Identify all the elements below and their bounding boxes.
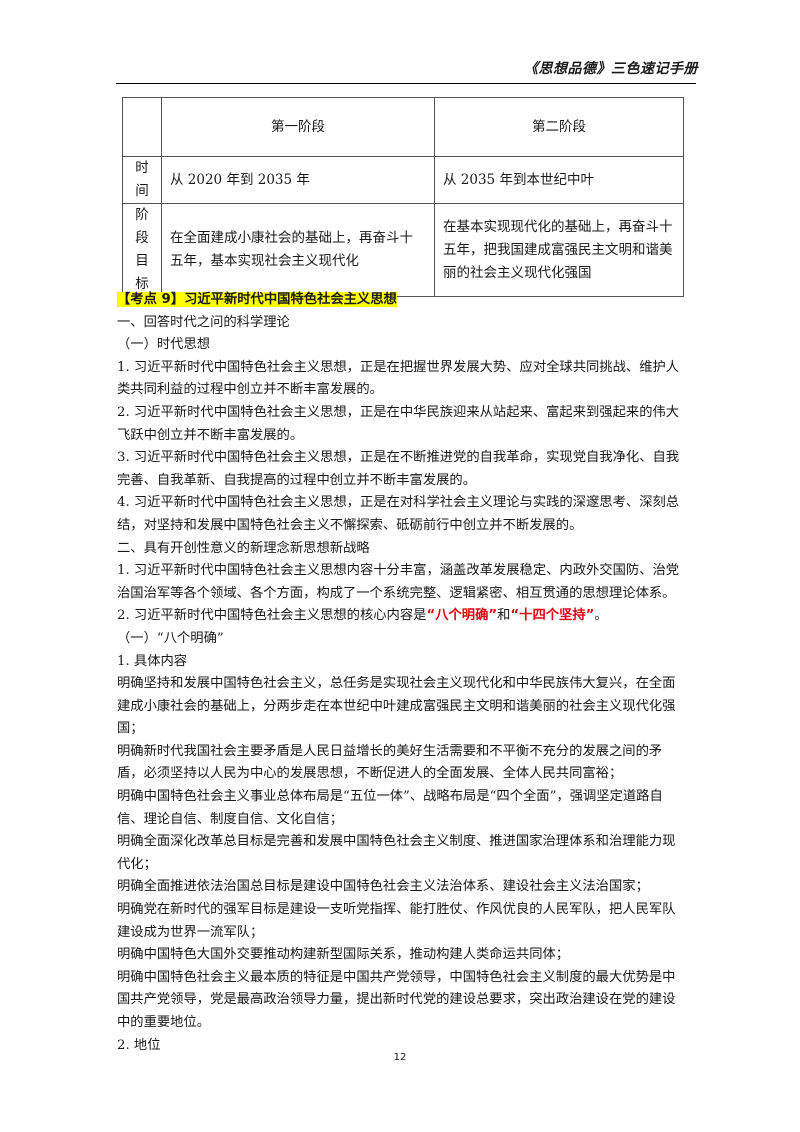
paragraph: 2. 地位 (117, 1037, 161, 1053)
core-prefix: 2. 习近平新时代中国特色社会主义思想的核心内容是 (117, 608, 427, 624)
highlight-eight-clarifications: “八个明确” (426, 608, 498, 624)
table-cell: 在全面建成小康社会的基础上，再奋斗十五年，基本实现社会主义现代化 (161, 203, 435, 297)
core-suffix: 。 (594, 608, 608, 624)
paragraph: （一）时代思想 (117, 337, 211, 353)
section-title-line: 【考点 9】习近平新时代中国特色社会主义思想 (117, 289, 687, 312)
paragraph: 明确全面深化改革总目标是完善和发展中国特色社会主义制度、推进国家治理体系和治理能… (117, 834, 676, 872)
paragraph: 明确全面推进依法治国总目标是建设中国特色社会主义法治体系、建设社会主义法治国家； (117, 879, 649, 895)
paragraph: 3. 习近平新时代中国特色社会主义思想，正是在不断推进党的自我革命，实现党自我净… (117, 450, 680, 488)
table-cell: 从 2020 年到 2035 年 (161, 156, 435, 204)
core-mid: 和 (497, 608, 511, 624)
table-head-cell: 第二阶段 (434, 97, 684, 157)
paragraph: 1. 习近平新时代中国特色社会主义思想内容十分丰富，涵盖改革发展稳定、内政外交国… (117, 563, 680, 601)
paragraph: 一、回答时代之问的科学理论 (117, 314, 290, 330)
page-number: 12 (393, 1052, 407, 1063)
paragraph: 明确中国特色社会主义事业总体布局是“五位一体”、战略布局是“四个全面”，强调坚定… (117, 789, 663, 827)
table-row: 时间 从 2020 年到 2035 年 从 2035 年到本世纪中叶 (122, 156, 684, 204)
paragraph: 2. 习近平新时代中国特色社会主义思想，正是在中华民族迎来从站起来、富起来到强起… (117, 404, 680, 443)
table-header-row: 第一阶段 第二阶段 (122, 97, 684, 157)
table-head-cell: 第一阶段 (161, 97, 435, 157)
table-cell: 在基本实现现代化的基础上，再奋斗十五年，把我国建成富强民主文明和谐美丽的社会主义… (434, 203, 684, 297)
table-cell: 从 2035 年到本世纪中叶 (434, 156, 684, 204)
stages-table: 第一阶段 第二阶段 时间 从 2020 年到 2035 年 从 2035 年到本… (122, 97, 684, 297)
table-cell: 时间 (122, 156, 162, 204)
core-content-paragraph: 2. 习近平新时代中国特色社会主义思想的核心内容是“八个明确”和“十四个坚持”。 (117, 605, 687, 628)
paragraph: 明确中国特色大国外交要推动构建新型国际关系，推动构建人类命运共同体； (117, 947, 570, 963)
paragraph: 1. 习近平新时代中国特色社会主义思想，正是在把握世界发展大势、应对全球共同挑战… (117, 359, 680, 398)
paragraph: 明确中国特色社会主义最本质的特征是中国共产党领导，中国特色社会主义制度的最大优势… (117, 969, 676, 1030)
section-title: 【考点 9】习近平新时代中国特色社会主义思想 (117, 292, 397, 307)
paragraph: 明确坚持和发展中国特色社会主义，总任务是实现社会主义现代化和中华民族伟大复兴，在… (117, 676, 676, 737)
table-head-cell (122, 97, 162, 157)
table-cell: 阶段目标 (122, 203, 162, 297)
paragraph: 1. 具体内容 (117, 653, 188, 669)
paragraph: 二、具有开创性意义的新理念新思想新战略 (117, 540, 370, 556)
highlight-fourteen-commitments: “十四个坚持” (510, 608, 595, 624)
paragraph: （一）“八个明确” (117, 630, 224, 646)
paragraph: 明确党在新时代的强军目标是建设一支听党指挥、能打胜仗、作风优良的人民军队，把人民… (117, 902, 676, 940)
header-title: 《思想品德》三色速记手册 (524, 61, 698, 77)
main-content: 【考点 9】习近平新时代中国特色社会主义思想 一、回答时代之问的科学理论 （一）… (117, 289, 687, 1057)
paragraph: 4. 习近平新时代中国特色社会主义思想，正是在对科学社会主义理论与实践的深邃思考… (117, 495, 680, 533)
header-rule (116, 83, 696, 84)
table-row: 阶段目标 在全面建成小康社会的基础上，再奋斗十五年，基本实现社会主义现代化 在基… (122, 203, 684, 297)
paragraph: 明确新时代我国社会主要矛盾是人民日益增长的美好生活需要和不平衡不充分的发展之间的… (117, 743, 663, 782)
